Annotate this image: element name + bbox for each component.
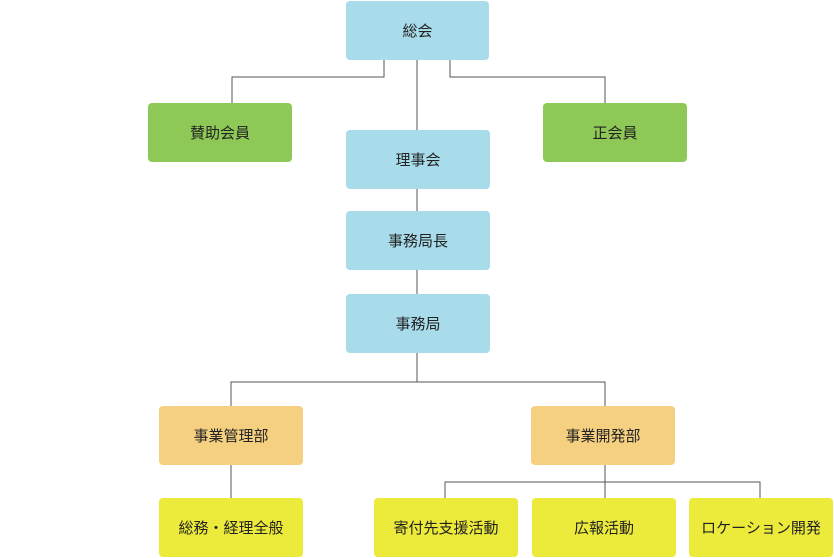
node-regular-members: 正会員	[543, 103, 687, 162]
node-secretariat: 事務局	[346, 294, 490, 353]
node-board: 理事会	[346, 130, 490, 189]
node-general-affairs: 総務・経理全般	[159, 498, 303, 557]
node-supporting-members: 賛助会員	[148, 103, 292, 162]
node-public-relations: 広報活動	[532, 498, 676, 557]
node-location-development: ロケーション開発	[689, 498, 833, 557]
node-general-assembly: 総会	[346, 1, 489, 60]
node-fundraising: 寄付先支援活動	[374, 498, 518, 557]
node-secretary-general: 事務局長	[346, 211, 490, 270]
connector-assembly-supporting	[231, 60, 385, 103]
connector-units-bar	[444, 481, 761, 498]
connector-assembly-regular	[449, 60, 606, 103]
node-business-management: 事業管理部	[159, 406, 303, 465]
node-business-development: 事業開発部	[531, 406, 675, 465]
connector-departments-bar	[230, 381, 606, 406]
